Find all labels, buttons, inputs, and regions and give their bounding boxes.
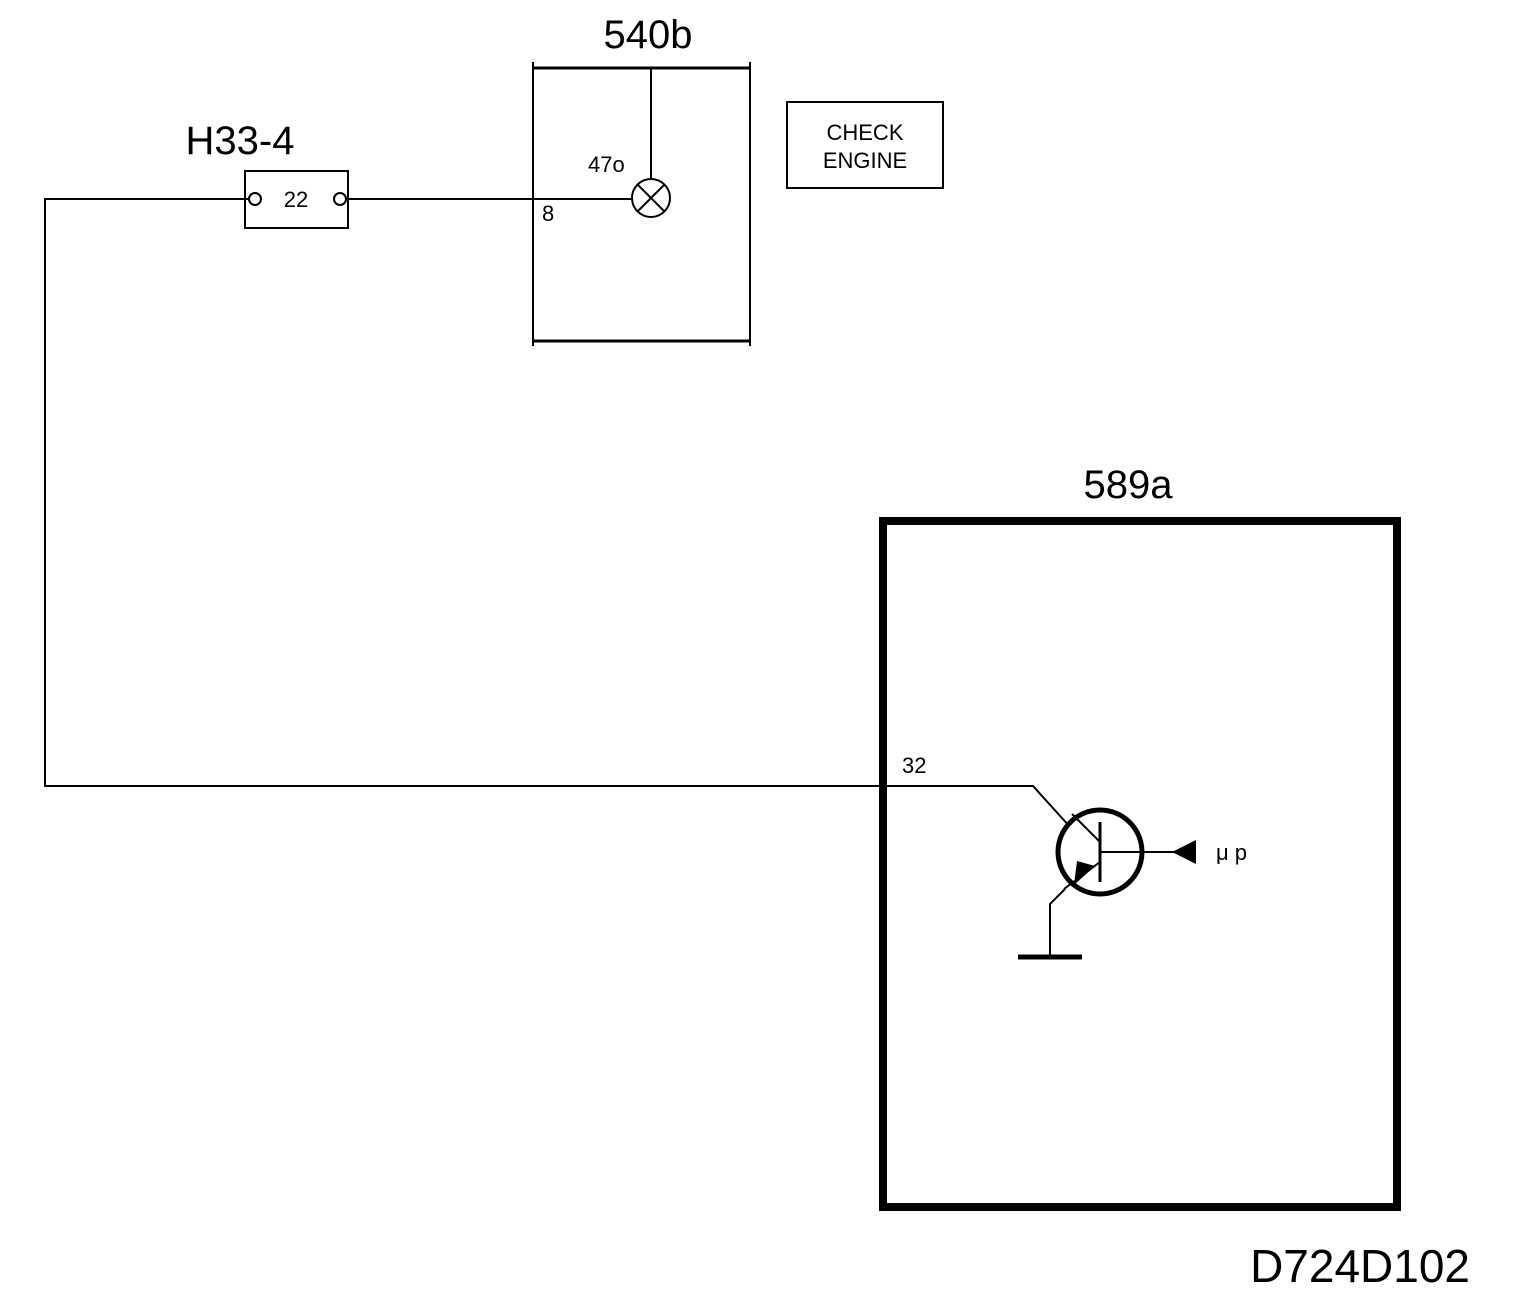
lamp-pin-label: 47o xyxy=(588,152,625,177)
drawing-code-label: D724D102 xyxy=(1250,1240,1470,1292)
connector-h33-4: H33-4 22 xyxy=(186,119,349,229)
check-engine-label-box: CHECK ENGINE xyxy=(786,101,944,189)
wiring xyxy=(44,198,1081,839)
microprocessor-signal-label: μ p xyxy=(1216,840,1247,865)
check-engine-line2: ENGINE xyxy=(823,148,907,173)
connector-pin-label: 22 xyxy=(284,187,308,212)
ecu-589a: 589a 32 μ p xyxy=(879,463,1401,1211)
ecu-id-label: 589a xyxy=(1084,463,1174,507)
wire-connector-to-ecu xyxy=(44,198,1081,839)
warning-lamp-icon xyxy=(631,178,671,218)
ecu-pin-label: 32 xyxy=(902,753,926,778)
instrument-cluster-540b: 540b 47o 8 xyxy=(532,13,751,346)
connector-id-label: H33-4 xyxy=(186,119,295,163)
cluster-id-label: 540b xyxy=(604,13,693,57)
check-engine-line1: CHECK xyxy=(826,120,903,145)
transistor-icon xyxy=(1018,807,1196,960)
cluster-wire-pin-label: 8 xyxy=(542,201,554,226)
